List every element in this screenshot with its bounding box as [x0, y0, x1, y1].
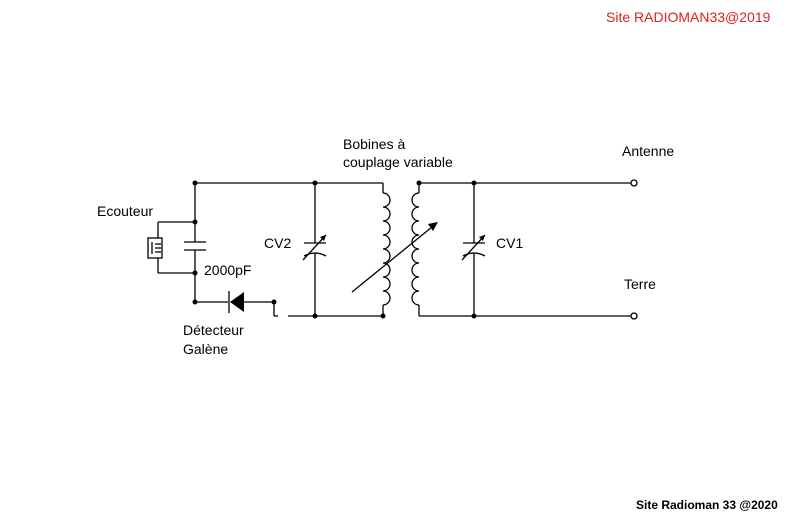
- right-coil: [411, 183, 420, 316]
- left-branch-wire: [194, 183, 278, 317]
- coils-label-line2: couplage variable: [343, 154, 453, 170]
- detector-label-line2: Galène: [183, 341, 228, 357]
- coupling-arrow: [351, 222, 438, 293]
- capacitor-2000pf: [184, 241, 206, 251]
- watermark-top: Site RADIOMAN33@2019: [606, 9, 771, 25]
- cv1-label: CV1: [496, 235, 523, 251]
- antenna-label: Antenne: [622, 143, 674, 159]
- capacitor-value-label: 2000pF: [204, 262, 251, 278]
- cv2-label: CV2: [264, 235, 291, 251]
- ground-label: Terre: [624, 276, 656, 292]
- antenna-terminal: [630, 179, 638, 187]
- watermark-bottom: Site Radioman 33 @2020: [636, 498, 778, 512]
- coils-label-line1: Bobines à: [343, 136, 405, 152]
- ground-terminal: [630, 312, 638, 320]
- detector-label-line1: Détecteur: [183, 322, 244, 338]
- variable-capacitor-cv1: [461, 183, 486, 316]
- diode-detector: [228, 291, 244, 313]
- earphone-symbol: [147, 221, 195, 274]
- left-coil: [382, 183, 391, 316]
- junction-dots: [192, 180, 477, 319]
- variable-capacitor-cv2: [302, 183, 327, 316]
- earphone-label: Ecouteur: [97, 203, 153, 219]
